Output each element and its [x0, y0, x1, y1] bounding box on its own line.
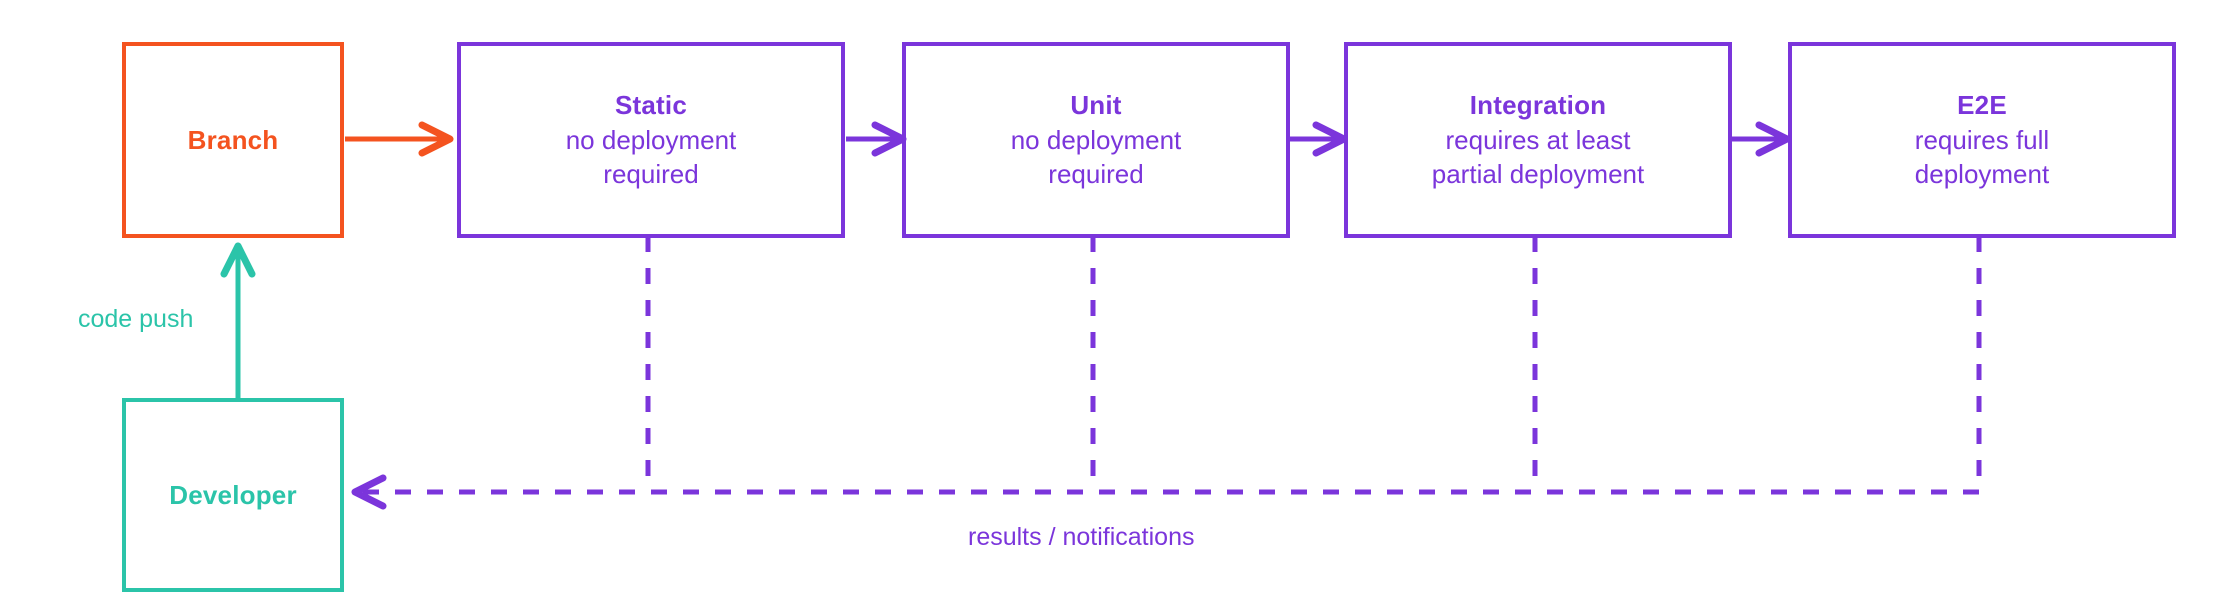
node-developer[interactable]: Developer: [122, 398, 344, 592]
node-e2e-title: E2E: [1957, 90, 2007, 121]
node-static-subtitle-1: no deployment: [565, 124, 737, 155]
node-unit-subtitle-2: required: [1048, 159, 1144, 190]
node-integration[interactable]: Integration requires at least partial de…: [1344, 42, 1732, 238]
node-e2e-subtitle-1: requires full: [1914, 124, 2050, 155]
edge-label-code-push: code push: [78, 305, 194, 333]
edge-label-results-notifications: results / notifications: [968, 523, 1195, 551]
node-branch-title: Branch: [187, 124, 279, 155]
node-static-subtitle-2: required: [603, 159, 699, 190]
node-integration-subtitle-2: partial deployment: [1431, 159, 1645, 190]
node-unit[interactable]: Unit no deployment required: [902, 42, 1290, 238]
node-developer-title: Developer: [169, 479, 297, 510]
node-static[interactable]: Static no deployment required: [457, 42, 845, 238]
node-e2e-subtitle-2: deployment: [1914, 159, 2050, 190]
node-unit-title: Unit: [1070, 90, 1122, 121]
node-integration-subtitle-1: requires at least: [1445, 124, 1631, 155]
node-unit-subtitle-1: no deployment: [1010, 124, 1182, 155]
node-integration-title: Integration: [1469, 90, 1607, 121]
node-e2e[interactable]: E2E requires full deployment: [1788, 42, 2176, 238]
node-static-title: Static: [614, 90, 687, 121]
node-branch[interactable]: Branch: [122, 42, 344, 238]
